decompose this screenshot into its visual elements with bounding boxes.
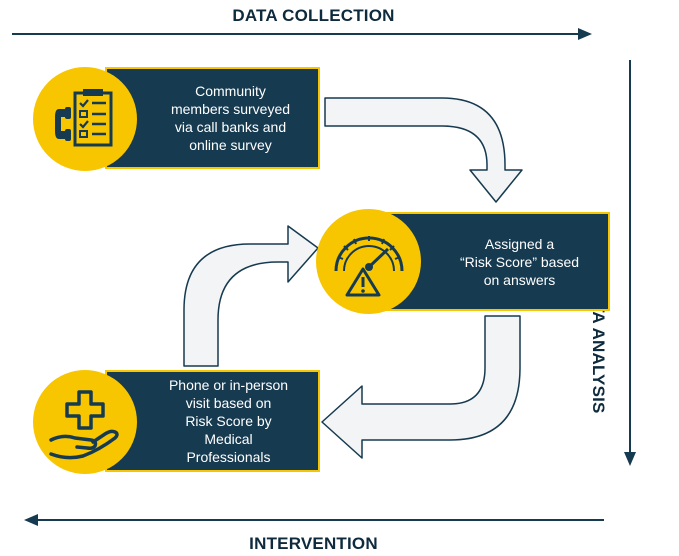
intervention-label: INTERVENTION <box>249 534 378 553</box>
flow-arrow-survey-to-risk <box>324 97 523 203</box>
intervention-axis-arrow <box>24 514 604 526</box>
risk-score-step-box: Assigned a “Risk Score” based on answers <box>385 212 610 311</box>
visit-step-line: Phone or in-person <box>168 377 289 393</box>
survey-step-line: via call banks and <box>174 119 287 135</box>
risk-score-step-line: “Risk Score” based <box>459 253 580 270</box>
data-analysis-axis-arrow <box>624 60 636 466</box>
visit-step-line: Risk Score by <box>185 413 272 429</box>
visit-step-line: Professionals <box>186 449 271 465</box>
risk-gauge-icon <box>316 209 421 314</box>
visit-step-box: Phone or in-person visit based on Risk S… <box>105 370 320 472</box>
risk-score-step-text: Assigned a “Risk Score” based on answers <box>450 235 590 289</box>
risk-score-step-line: on answers <box>483 271 556 288</box>
survey-step-line: Community <box>195 83 266 99</box>
risk-score-step-line: Assigned a <box>484 235 555 252</box>
data-collection-label: DATA COLLECTION <box>232 6 395 25</box>
medical-hand-icon <box>33 370 137 474</box>
survey-step-line: members surveyed <box>170 101 291 117</box>
flow-arrow-risk-to-visit <box>321 315 521 459</box>
survey-step-line: online survey <box>189 137 272 153</box>
survey-step-text: Community members surveyed via call bank… <box>156 82 306 154</box>
data-collection-axis-arrow <box>12 28 592 40</box>
visit-step-line: Medical <box>204 431 253 447</box>
visit-step-line: visit based on <box>185 395 272 411</box>
survey-step-box: Community members surveyed via call bank… <box>105 67 320 169</box>
visit-step-text: Phone or in-person visit based on Risk S… <box>154 376 304 466</box>
flow-arrow-visit-to-risk <box>183 225 319 367</box>
phone-checklist-icon <box>33 67 137 171</box>
